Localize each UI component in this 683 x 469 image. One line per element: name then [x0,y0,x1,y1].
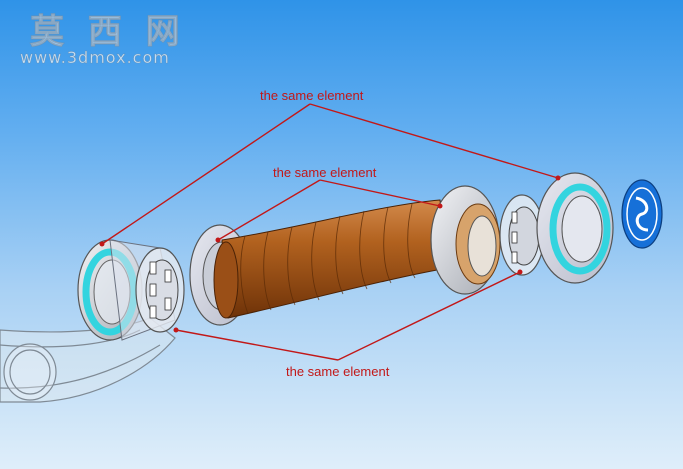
right-cage-bearing [499,194,545,276]
right-threaded-ring [430,185,501,295]
leader-lines [101,103,559,361]
grip-tube [213,199,449,319]
watermark-title: 莫 西 网 [30,12,186,53]
ghost-handle [0,317,176,403]
end-cap [621,179,663,249]
right-bearing-housing [536,172,614,284]
annotation-label-bottom: the same element [286,364,390,379]
watermark-url: www.3dmox.com [20,48,170,68]
left-cage-bearing [135,247,185,333]
leader-dots [99,175,561,333]
annotation-label-middle: the same element [273,165,377,180]
annotation-label-top: the same element [260,88,364,103]
